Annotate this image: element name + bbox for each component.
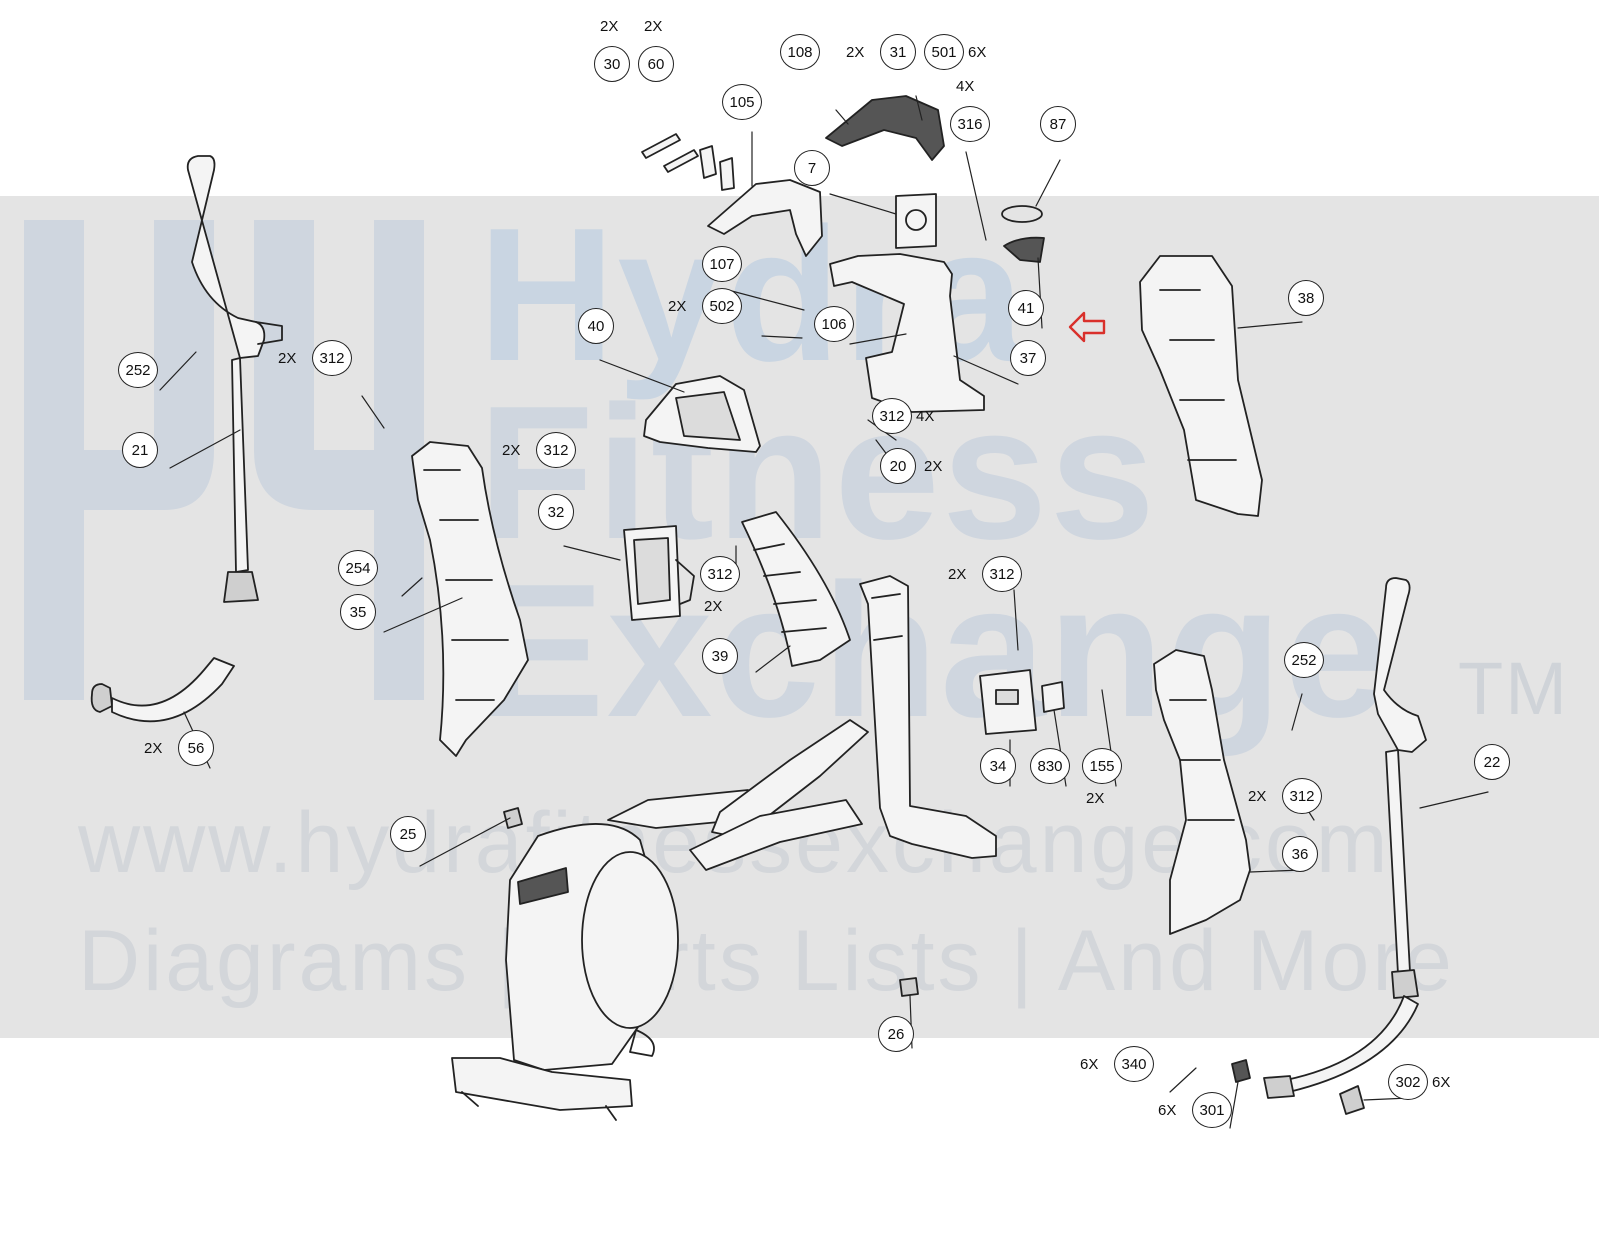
part-bottle-holder — [623, 525, 695, 621]
callout-252b: 252 — [1284, 642, 1324, 678]
highlight-arrow-icon — [1068, 311, 1106, 343]
callout-qty-312a: 2X — [278, 350, 297, 367]
part-left-arm — [90, 657, 235, 723]
callout-312f: 312 — [1282, 778, 1322, 814]
callout-340: 340 — [1114, 1046, 1154, 1082]
callout-60: 60 — [638, 46, 674, 82]
callout-qty-302: 6X — [1432, 1074, 1451, 1091]
callout-301: 301 — [1192, 1092, 1232, 1128]
callout-qty-312d: 2X — [704, 598, 723, 615]
callout-38: 38 — [1288, 280, 1324, 316]
callout-22: 22 — [1474, 744, 1510, 780]
callout-qty-312e: 2X — [948, 566, 967, 583]
part-pins — [641, 133, 735, 191]
callout-qty-316: 4X — [956, 78, 975, 95]
callout-qty-502: 2X — [668, 298, 687, 315]
callout-qty-60: 2X — [644, 18, 663, 35]
callout-qty-340: 6X — [1080, 1056, 1099, 1073]
callout-106: 106 — [814, 306, 854, 342]
callout-312a: 312 — [312, 340, 352, 376]
callout-87: 87 — [1040, 106, 1076, 142]
callout-312b: 312 — [872, 398, 912, 434]
part-left-shroud — [411, 441, 529, 757]
part-cup-ring — [1001, 205, 1045, 263]
watermark-tm: TM — [1458, 647, 1569, 730]
part-left-handlebar — [186, 155, 283, 603]
callout-qty-56: 2X — [144, 740, 163, 757]
callout-20: 20 — [880, 448, 916, 484]
callout-qty-312c: 2X — [502, 442, 521, 459]
watermark-logo-icon — [24, 220, 424, 700]
callout-21: 21 — [122, 432, 158, 468]
callout-312d: 312 — [700, 556, 740, 592]
callout-36: 36 — [1282, 836, 1318, 872]
callout-107: 107 — [702, 246, 742, 282]
callout-qty-20: 2X — [924, 458, 943, 475]
part-right-shroud — [1139, 255, 1263, 517]
part-handle-grip — [707, 179, 823, 257]
part-console-cover — [643, 375, 761, 453]
callout-316: 316 — [950, 106, 990, 142]
part-center-cover — [741, 511, 851, 667]
callout-34: 34 — [980, 748, 1016, 784]
callout-37: 37 — [1010, 340, 1046, 376]
callout-31: 31 — [880, 34, 916, 70]
callout-7: 7 — [794, 150, 830, 186]
part-electronics — [979, 669, 1065, 735]
callout-qty-501: 6X — [968, 44, 987, 61]
callout-qty-301: 6X — [1158, 1102, 1177, 1119]
part-main-frame — [451, 575, 997, 1121]
callout-105: 105 — [722, 84, 762, 120]
callout-155: 155 — [1082, 748, 1122, 784]
callout-312e: 312 — [982, 556, 1022, 592]
callout-qty-31: 2X — [846, 44, 865, 61]
callout-501: 501 — [924, 34, 964, 70]
watermark-line2: Fitness — [478, 367, 1158, 579]
callout-254: 254 — [338, 550, 378, 586]
callout-26: 26 — [878, 1016, 914, 1052]
callout-qty-312b: 4X — [916, 408, 935, 425]
callout-502: 502 — [702, 288, 742, 324]
callout-108: 108 — [780, 34, 820, 70]
callout-40: 40 — [578, 308, 614, 344]
part-right-lower-shroud — [1153, 649, 1251, 935]
callout-30: 30 — [594, 46, 630, 82]
callout-252a: 252 — [118, 352, 158, 388]
part-console-mast — [829, 193, 985, 413]
watermark-tagline: Diagrams | Parts Lists | And More — [78, 913, 1455, 1009]
callout-312c: 312 — [536, 432, 576, 468]
callout-41: 41 — [1008, 290, 1044, 326]
callout-39: 39 — [702, 638, 738, 674]
part-right-handlebar — [1263, 577, 1427, 1115]
callout-qty-30: 2X — [600, 18, 619, 35]
leader-lines — [159, 95, 1489, 1129]
callout-56: 56 — [178, 730, 214, 766]
callout-qty-155: 2X — [1086, 790, 1105, 807]
callout-32: 32 — [538, 494, 574, 530]
callout-302: 302 — [1388, 1064, 1428, 1100]
callout-35: 35 — [340, 594, 376, 630]
part-hardware — [503, 807, 1251, 1083]
callout-qty-312f: 2X — [1248, 788, 1267, 805]
part-upper-handle — [825, 95, 945, 161]
callout-25: 25 — [390, 816, 426, 852]
callout-830: 830 — [1030, 748, 1070, 784]
